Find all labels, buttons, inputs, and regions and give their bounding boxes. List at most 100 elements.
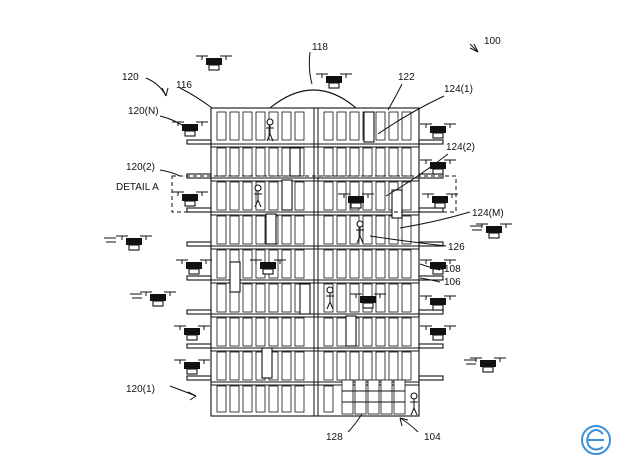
window [281, 111, 292, 141]
window [281, 283, 292, 313]
person-figure [266, 118, 274, 142]
window [336, 181, 347, 211]
window [362, 215, 373, 245]
entrance-doors [341, 379, 406, 415]
window [323, 317, 334, 347]
window [323, 111, 334, 141]
window [349, 351, 360, 381]
ref-label-126: 126 [448, 242, 465, 253]
ref-label-116: 116 [176, 80, 192, 91]
drone-icon [250, 259, 286, 275]
drone-icon [422, 193, 458, 209]
window [242, 111, 253, 141]
window [375, 147, 386, 177]
window [242, 317, 253, 347]
window [242, 147, 253, 177]
window [401, 283, 412, 313]
ref-label-120-1: 120(1) [126, 384, 155, 395]
ref-label-108: 108 [444, 264, 461, 275]
ref-label-120-n: 120(N) [128, 106, 159, 117]
window [281, 351, 292, 381]
drone-icon [176, 259, 212, 275]
window [229, 181, 240, 211]
ref-label-128: 128 [326, 432, 343, 443]
window [323, 181, 334, 211]
window [242, 215, 253, 245]
window [401, 111, 412, 141]
drone-icon [172, 191, 208, 207]
right-ledge [418, 343, 444, 349]
window [216, 317, 227, 347]
drone-icon [316, 73, 352, 89]
drone-icon [350, 293, 386, 309]
drone-icon [116, 235, 152, 251]
window [216, 147, 227, 177]
window [229, 317, 240, 347]
window [268, 111, 279, 141]
window [362, 317, 373, 347]
window [323, 249, 334, 279]
window [242, 283, 253, 313]
window [388, 351, 399, 381]
window [388, 283, 399, 313]
drone-fleet [104, 55, 512, 375]
window [216, 215, 227, 245]
floor-lines [211, 143, 419, 386]
window [229, 111, 240, 141]
ref-label-122: 122 [398, 72, 415, 83]
window [349, 147, 360, 177]
window [255, 385, 266, 413]
window [323, 283, 334, 313]
left-ledge [186, 309, 212, 315]
window [294, 181, 305, 211]
window [268, 317, 279, 347]
window [401, 249, 412, 279]
window [375, 215, 386, 245]
window [323, 215, 334, 245]
reference-labels: 100 120 116 118 122 124(1) 120(N) 124(2)… [116, 36, 504, 443]
window [281, 385, 292, 413]
window [336, 215, 347, 245]
window [294, 249, 305, 279]
leader-lines [145, 43, 479, 433]
window [401, 317, 412, 347]
window [255, 111, 266, 141]
drone-icon [196, 55, 232, 71]
window [242, 181, 253, 211]
window [255, 215, 266, 245]
window [294, 111, 305, 141]
right-ledge [418, 309, 444, 315]
window [255, 317, 266, 347]
left-ledge [186, 207, 212, 213]
window [375, 317, 386, 347]
window [388, 147, 399, 177]
ref-label-104: 104 [424, 432, 441, 443]
window [294, 385, 305, 413]
window [362, 249, 373, 279]
window [375, 351, 386, 381]
ref-label-120-2: 120(2) [126, 162, 155, 173]
leader-120 [145, 77, 167, 97]
person-figure [254, 184, 262, 208]
window [375, 181, 386, 211]
window [216, 249, 227, 279]
window [401, 181, 412, 211]
detail-a-box [171, 175, 457, 213]
window [255, 283, 266, 313]
drone-icon [140, 291, 176, 307]
window [229, 351, 240, 381]
person-figure [326, 286, 334, 310]
detail-a-label: DETAIL A [116, 182, 159, 193]
window [323, 147, 334, 177]
window [229, 385, 240, 413]
right-ledge [418, 207, 444, 213]
left-ledge [186, 375, 212, 381]
window [362, 351, 373, 381]
ref-label-120: 120 [122, 72, 139, 83]
window [216, 351, 227, 381]
ref-label-118: 118 [312, 42, 328, 53]
left-ledge [186, 241, 212, 247]
window [242, 249, 253, 279]
window [216, 181, 227, 211]
